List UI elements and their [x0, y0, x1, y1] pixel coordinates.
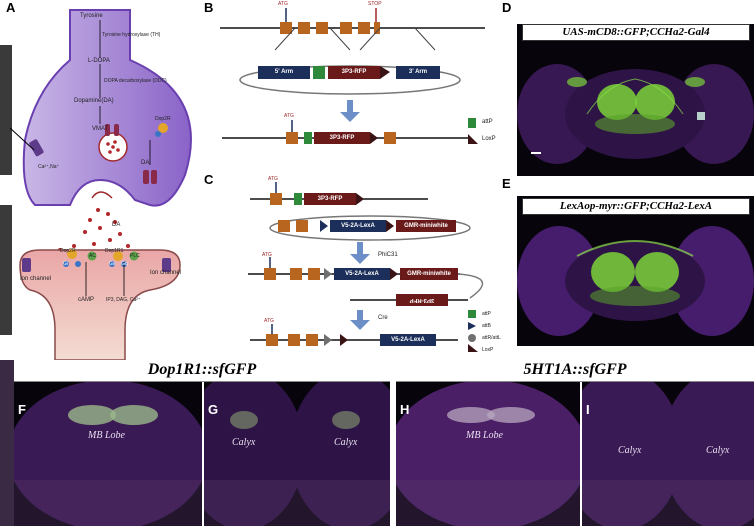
brain-render-g — [204, 370, 390, 526]
synapse-diagram — [0, 9, 192, 360]
label-gi: Gi — [63, 261, 68, 267]
label-ip3: IP3, DAG, Ca²⁺ — [106, 297, 141, 303]
brain-render-f — [14, 380, 202, 526]
legend-loxp-b: LoxP — [482, 136, 496, 142]
panel-label-b: B — [204, 0, 214, 15]
label-arm5: 5' Arm — [274, 69, 294, 75]
title-d: UAS-mCD8::GFP;CCHa2-Gal4 — [522, 24, 750, 41]
label-rfp-flipped: 3P3-RFP — [409, 297, 435, 303]
panel-b: B ATG STOP 5' Arm 3P3-RFP 3' Arm ATG 3P3… — [200, 0, 510, 172]
panel-label-f: F — [18, 402, 26, 417]
label-dop2r-pre: Dop2R — [155, 116, 171, 122]
brain-render-i — [582, 370, 754, 526]
panel-label-c: C — [204, 172, 214, 187]
legend-attr-c: attR/attL — [482, 335, 501, 341]
label-atg2-c: ATG — [262, 252, 272, 258]
label-atg-b: ATG — [278, 1, 288, 7]
divider-fg — [202, 382, 204, 526]
label-dop2r-post: Dop2R — [60, 248, 76, 254]
panel-label-i: I — [586, 402, 590, 417]
label-ldopa: L-DOPA — [88, 58, 110, 64]
panel-label-d: D — [502, 0, 512, 15]
label-atg3-c: ATG — [264, 318, 274, 324]
panel-c: C ATG 3P3-RFP V5-2A-LexA GMR-miniwhite P… — [200, 172, 510, 360]
label-ac: AC — [89, 253, 96, 259]
legend-attb-c: attB — [482, 323, 491, 329]
panel-c-diagram — [248, 182, 484, 352]
brain-render-d — [517, 64, 754, 164]
label-ion-channel-right: Ion channel — [150, 270, 182, 276]
label-lexa-c: V5-2A-LexA — [341, 223, 375, 229]
label-lexa2-c: V5-2A-LexA — [345, 271, 379, 277]
label-rfp-b: 3P3-RFP — [341, 69, 367, 75]
label-lexa3-c: V5-2A-LexA — [391, 337, 425, 343]
brain-image-e — [517, 196, 754, 346]
brain-image-h — [396, 360, 580, 526]
title-5ht1a: 5HT1A::sfGFP — [396, 360, 754, 382]
label-g-calyx-right: Calyx — [334, 437, 358, 448]
label-ion-channel-left: Ion channel — [20, 276, 52, 282]
label-arm3: 3' Arm — [408, 69, 428, 75]
label-gq: Gq — [121, 261, 128, 267]
panel-label-h: H — [400, 402, 410, 417]
legend-attp-b: attP — [482, 119, 493, 125]
label-i-calyx-left: Calyx — [618, 445, 642, 456]
label-gmr2-c: GMR-miniwhite — [407, 271, 451, 277]
panel-label-a: A — [6, 0, 16, 15]
title-e: LexAop-myr::GFP;CCHa2-LexA — [522, 198, 750, 215]
panel-label-g: G — [208, 402, 219, 417]
legend-loxp-c: LoxP — [482, 347, 494, 353]
panel-b-diagram — [220, 8, 485, 144]
label-dop1r1: Dop1R1 — [105, 248, 124, 254]
label-vmat: VMAT — [92, 126, 109, 132]
label-th: Tyrosine hydroxylase (TH) — [102, 32, 161, 38]
label-gs: Gs — [109, 261, 116, 267]
label-phic31: PhiC31 — [378, 252, 398, 258]
title-dop1r1: Dop1R1::sfGFP — [14, 360, 390, 382]
label-i-calyx-right: Calyx — [706, 445, 730, 456]
brain-image-g — [204, 360, 390, 526]
label-ion: Ca²⁺,Na⁺ — [38, 164, 60, 170]
legend-attp-c: attP — [482, 311, 491, 317]
label-da-right: DA — [141, 160, 150, 166]
label-plc: PLC — [130, 253, 140, 259]
label-camp: cAMP — [78, 297, 95, 303]
label-dopamine: Dopamine(DA) — [74, 98, 114, 104]
brain-image-d — [517, 24, 754, 176]
brain-image-i — [582, 360, 754, 526]
label-f-mb-lobe: MB Lobe — [88, 430, 125, 441]
label-da-cleft: DA — [112, 222, 121, 228]
label-stop-b: STOP — [368, 1, 382, 7]
brain-image-f — [14, 360, 202, 526]
brain-render-h — [396, 380, 580, 526]
label-gmr-c: GMR-miniwhite — [404, 223, 448, 229]
label-g-calyx-left: Calyx — [232, 437, 256, 448]
brain-render-e — [517, 226, 754, 336]
panel-label-e: E — [502, 176, 511, 191]
label-atg2-b: ATG — [284, 113, 294, 119]
bottom-left-strip — [0, 360, 14, 526]
panel-a: A Tyrosine Tyrosine hydroxylase (TH) L-D… — [0, 0, 200, 360]
label-atg-c: ATG — [268, 176, 278, 182]
label-cre: Cre — [378, 315, 388, 321]
label-tyrosine: Tyrosine — [80, 13, 103, 19]
label-h-mb-lobe: MB Lobe — [466, 430, 503, 441]
label-ddc: DOPA decarboxylase (DDC) — [104, 78, 167, 84]
divider-hi — [580, 382, 582, 526]
label-rfp2-b: 3P3-RFP — [329, 135, 355, 141]
label-rfp-c: 3P3-RFP — [317, 196, 343, 202]
